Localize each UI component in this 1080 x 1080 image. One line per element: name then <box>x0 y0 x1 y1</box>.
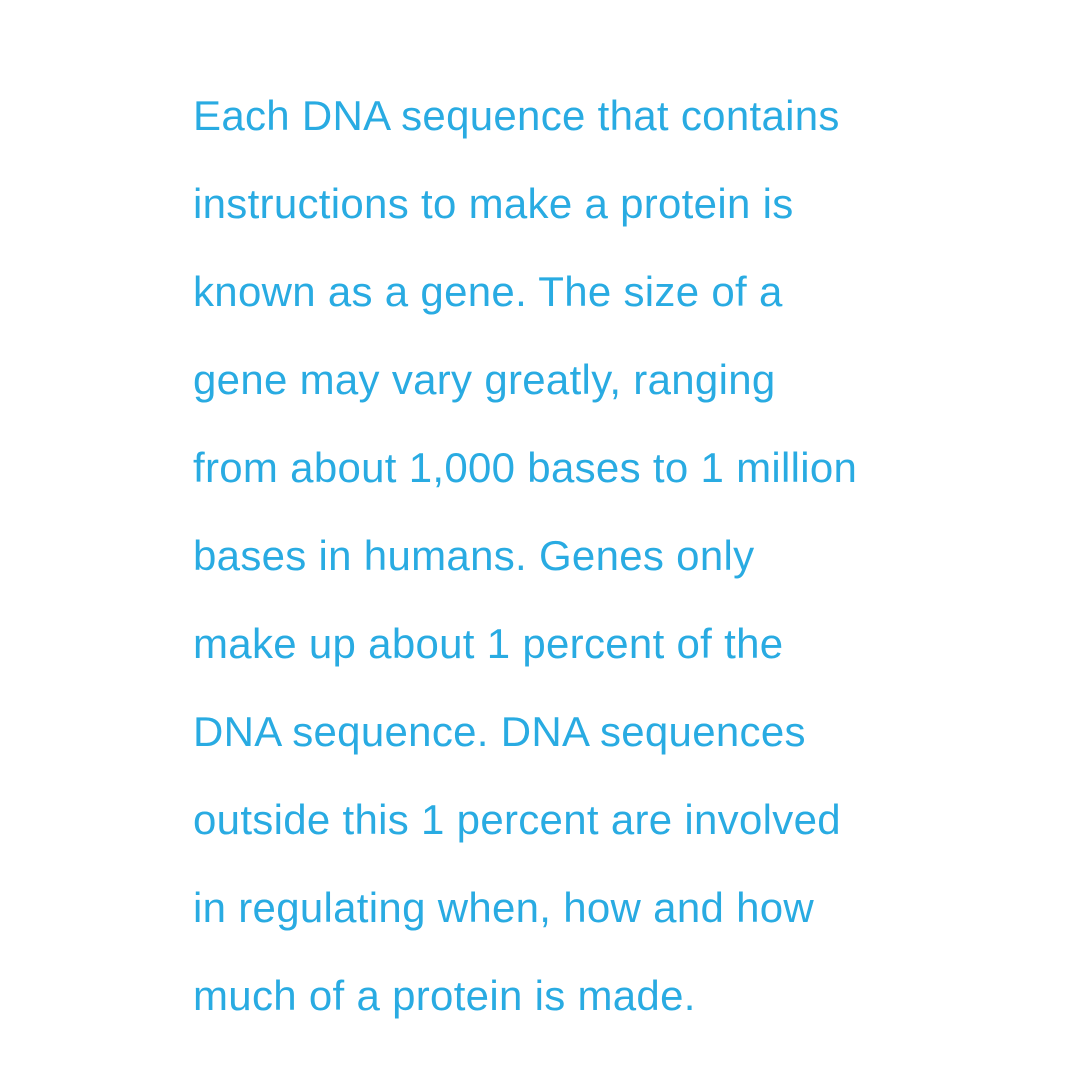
text-line: from about 1,000 bases to 1 million <box>193 444 858 491</box>
text-line: bases in humans. Genes only <box>193 532 755 579</box>
text-line: in regulating when, how and how <box>193 884 815 931</box>
text-line: DNA sequence. DNA sequences <box>193 708 806 755</box>
text-line: instructions to make a protein is <box>193 180 794 227</box>
text-line: Each DNA sequence that contains <box>193 92 840 139</box>
paragraph: Each DNA sequence that contains instruct… <box>193 88 993 1056</box>
text-line: outside this 1 percent are involved <box>193 796 841 843</box>
text-line: make up about 1 percent of the <box>193 620 784 667</box>
text-line: gene may vary greatly, ranging <box>193 356 776 403</box>
text-line: known as a gene. The size of a <box>193 268 783 315</box>
text-line: much of a protein is made. <box>193 972 696 1019</box>
